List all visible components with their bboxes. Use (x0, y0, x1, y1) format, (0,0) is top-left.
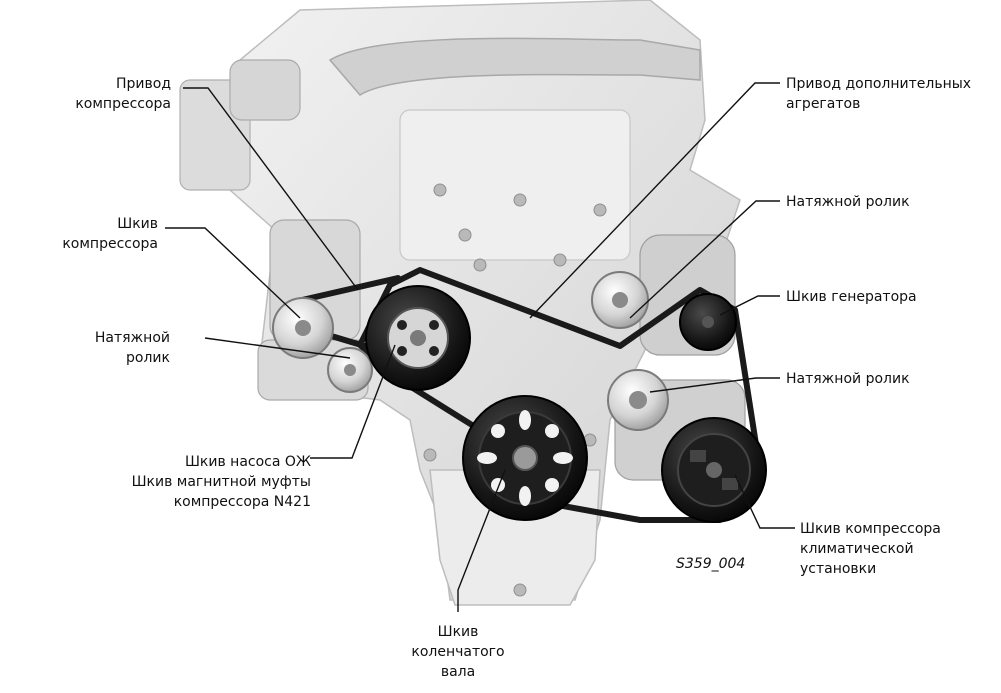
tensioner-mid-right-shape (607, 369, 669, 431)
tensioner-top-right-shape (591, 271, 649, 329)
label-tensioner-left: Натяжной ролик (94, 330, 170, 366)
leader-lines (165, 82, 795, 612)
leader-tensioner-left (204, 337, 351, 359)
label-tensioner-mid-right: Натяжной ролик (786, 371, 910, 387)
leader-crankshaft (457, 469, 506, 612)
leader-accessory-drive (529, 82, 780, 319)
label-ac-compressor-pulley: Шкив компрессора климатической установки (800, 521, 941, 577)
label-tensioner-top-right: Натяжной ролик (786, 194, 910, 210)
leader-water-pump (310, 344, 396, 459)
leader-compressor-pulley (165, 227, 301, 319)
label-compressor-pulley: Шкив компрессора (62, 216, 158, 252)
generator-pulley-shape (679, 293, 737, 351)
leader-tensioner-top-right (629, 200, 780, 319)
leader-generator (719, 295, 780, 316)
label-generator-pulley: Шкив генератора (786, 289, 917, 305)
ac-compressor-pulley-shape (661, 417, 767, 523)
figure-code: S359_004 (676, 556, 746, 572)
label-water-pump-pulley: Шкив насоса ОЖ Шкив магнитной муфты комп… (131, 454, 311, 510)
water-pump-pulley-shape (365, 285, 471, 391)
compressor-pulley-shape (272, 297, 334, 359)
label-compressor-drive: Привод компрессора (75, 76, 171, 112)
label-accessory-drive: Привод дополнительных агрегатов (786, 76, 972, 112)
throttle-body (229, 59, 301, 121)
leader-tensioner-mid-right (649, 377, 780, 393)
label-crankshaft-pulley: Шкив коленчатого вала (411, 624, 505, 680)
crankshaft-pulley-shape (462, 395, 588, 521)
engine-block (179, 0, 746, 606)
cylinder-head (399, 109, 631, 261)
tensioner-left-shape (327, 347, 373, 393)
intake-pipe (328, 37, 701, 96)
leader-compressor-drive (183, 87, 359, 291)
leader-ac-compressor (734, 474, 795, 529)
accessory-drive-belt (357, 267, 763, 523)
